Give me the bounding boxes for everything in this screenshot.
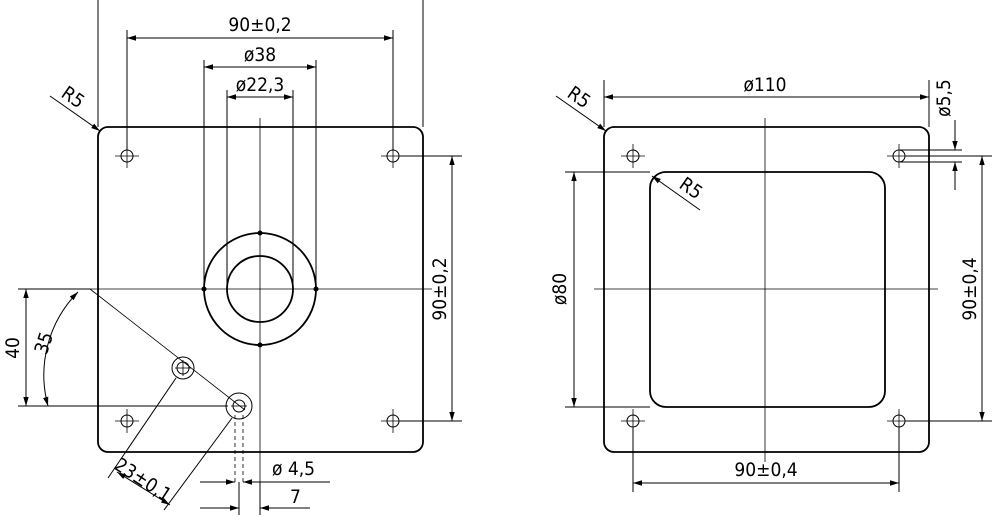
- dim-top-width: 90±0,2: [228, 14, 291, 36]
- dim-hole-offset: 7: [290, 486, 301, 508]
- dim-outer-bore: ø38: [244, 44, 276, 66]
- right-window-outline: [649, 171, 886, 408]
- right-plate-outline: [603, 126, 930, 453]
- dim-height-35: 35: [30, 329, 58, 356]
- dim-right-height: 90±0,2: [429, 257, 451, 320]
- left-plate-view: 90±0,2 ø38 ø22,3 R5 90±0,2 40 35 23±0,1 …: [2, 0, 462, 515]
- dim-right-height: 90±0,4: [959, 257, 981, 320]
- dim-corner-radius-outer: R5: [563, 82, 594, 113]
- right-corner-hole-tl: [621, 144, 645, 168]
- dim-slot-length: 23±0,1: [110, 454, 175, 507]
- dim-corner-radius-inner: R5: [675, 173, 706, 204]
- right-plate-view: ø110 R5 R5 ø5,5 ø80 90±0,4 90±0,4: [549, 74, 992, 492]
- dim-hole-diameter: ø 4,5: [272, 458, 315, 480]
- dim-window: ø80: [549, 273, 571, 305]
- dim-corner-radius: R5: [57, 82, 88, 113]
- left-plate-outline: [97, 126, 424, 453]
- left-corner-hole-bl: [115, 409, 139, 433]
- dim-inner-bore: ø22,3: [236, 74, 285, 96]
- slot-axis-line: [89, 288, 246, 411]
- dim-small-hole: ø5,5: [933, 79, 955, 117]
- slot-hole-lower: [225, 392, 253, 420]
- dim-bottom-width: 90±0,4: [734, 459, 797, 481]
- dim-height-40: 40: [2, 337, 24, 359]
- dim-top-diameter: ø110: [743, 74, 786, 96]
